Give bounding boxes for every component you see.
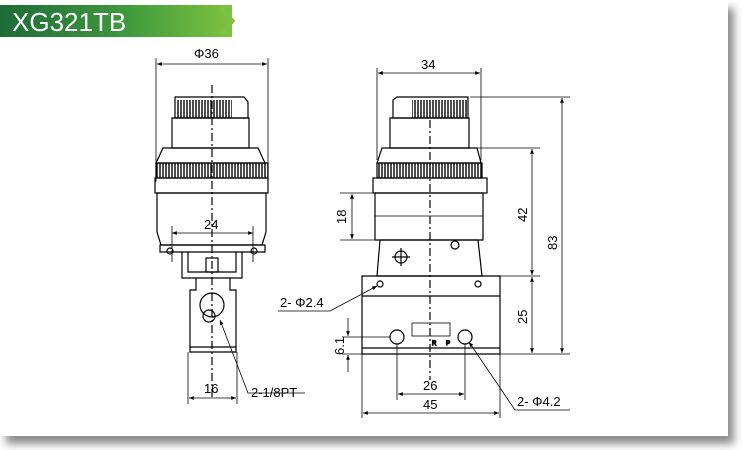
dim-18: 18 bbox=[334, 210, 349, 224]
dim-83: 83 bbox=[545, 236, 560, 250]
dim-6-1: 6.1 bbox=[332, 337, 347, 355]
model-title: XG321TB bbox=[12, 7, 127, 37]
dim-16: 16 bbox=[204, 381, 218, 396]
dim-42: 42 bbox=[515, 208, 530, 222]
dim-25: 25 bbox=[515, 310, 530, 324]
dim-24: 24 bbox=[204, 217, 218, 232]
dim-26: 26 bbox=[423, 378, 437, 393]
drawing-card: XG321TB bbox=[0, 5, 570, 418]
small-hole-label: 2- Φ2.4 bbox=[280, 295, 324, 310]
dim-diameter-36: Φ36 bbox=[194, 46, 219, 61]
large-hole-label: 2- Φ4.2 bbox=[517, 394, 561, 409]
dim-34: 34 bbox=[421, 57, 435, 72]
left-view bbox=[154, 58, 305, 404]
port-thread-label: 2-1/8PT bbox=[251, 385, 297, 400]
chevron-right-icon bbox=[219, 6, 236, 36]
port-r-label: R bbox=[432, 341, 437, 347]
title-banner: XG321TB bbox=[0, 5, 232, 37]
dim-45: 45 bbox=[423, 397, 437, 412]
right-view: R P bbox=[278, 68, 570, 418]
port-p-label: P bbox=[446, 341, 450, 347]
